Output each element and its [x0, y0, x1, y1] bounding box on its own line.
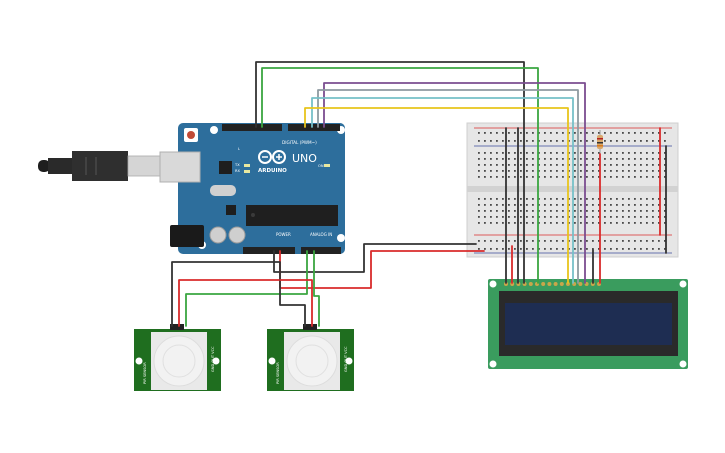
pir-2-pins: GND OUT VCC	[344, 346, 348, 372]
l-label: L	[238, 147, 240, 151]
wire-purple-d5	[323, 82, 586, 284]
lcd-pin	[578, 282, 583, 286]
wire-red-pir1-vcc	[178, 279, 281, 327]
tx-label: TX	[234, 163, 240, 167]
resistor	[597, 130, 603, 154]
lcd-module	[488, 279, 688, 369]
power-label: POWER	[276, 232, 291, 237]
wire-red-5v-rail	[279, 250, 485, 289]
arduino-logo-icon	[258, 150, 286, 164]
lcd-pin	[566, 282, 570, 286]
wire-black-d12	[255, 61, 525, 284]
board-brand: ARDUINO	[258, 168, 287, 174]
board-model: UNO	[292, 152, 317, 165]
lcd-pin	[528, 282, 533, 286]
on-label: ON	[318, 164, 324, 168]
pir-2-label: PIR SENSOR	[276, 362, 280, 384]
arduino-uno-board: UNO ARDUINO DIGITAL (PWM~) POWER ANALOG …	[159, 123, 345, 254]
wire-black-pir1-gnd	[171, 261, 275, 327]
pir-sensor-2: PIR SENSOR GND OUT VCC	[267, 324, 354, 391]
reset-button	[187, 131, 195, 139]
wire-green-pir1-out	[185, 250, 308, 327]
digital-header-left	[222, 124, 282, 131]
lcd-pin	[504, 282, 508, 286]
lcd-pin	[553, 282, 558, 286]
wire-green-d11	[261, 67, 539, 284]
pir-1-pins: GND OUT VCC	[211, 346, 215, 372]
lcd-pin	[541, 282, 546, 286]
analog-header	[301, 247, 341, 254]
lcd-pin	[559, 282, 564, 286]
power-header	[243, 247, 295, 254]
lcd-pin	[547, 282, 552, 286]
microcontroller-chip	[246, 205, 338, 226]
wire-black-pir2-gnd	[273, 261, 306, 327]
wire-green-pir2-out	[313, 250, 320, 327]
usb-cable	[38, 151, 161, 181]
pir-1-label: PIR SENSOR	[143, 362, 147, 384]
digital-header-right	[288, 124, 340, 131]
analog-label: ANALOG IN	[310, 232, 332, 237]
wire-yellow-d2	[304, 107, 569, 284]
wires	[171, 61, 667, 327]
wire-cyan-d3	[311, 97, 574, 284]
digital-label: DIGITAL (PWM~)	[282, 140, 317, 145]
wire-red-pir2-vcc	[279, 279, 313, 327]
pir-sensor-1: PIR SENSOR GND OUT VCC	[134, 324, 221, 391]
rx-label: RX	[235, 169, 240, 173]
lcd-screen	[505, 303, 672, 345]
wire-black-gnd-rail	[273, 243, 477, 273]
